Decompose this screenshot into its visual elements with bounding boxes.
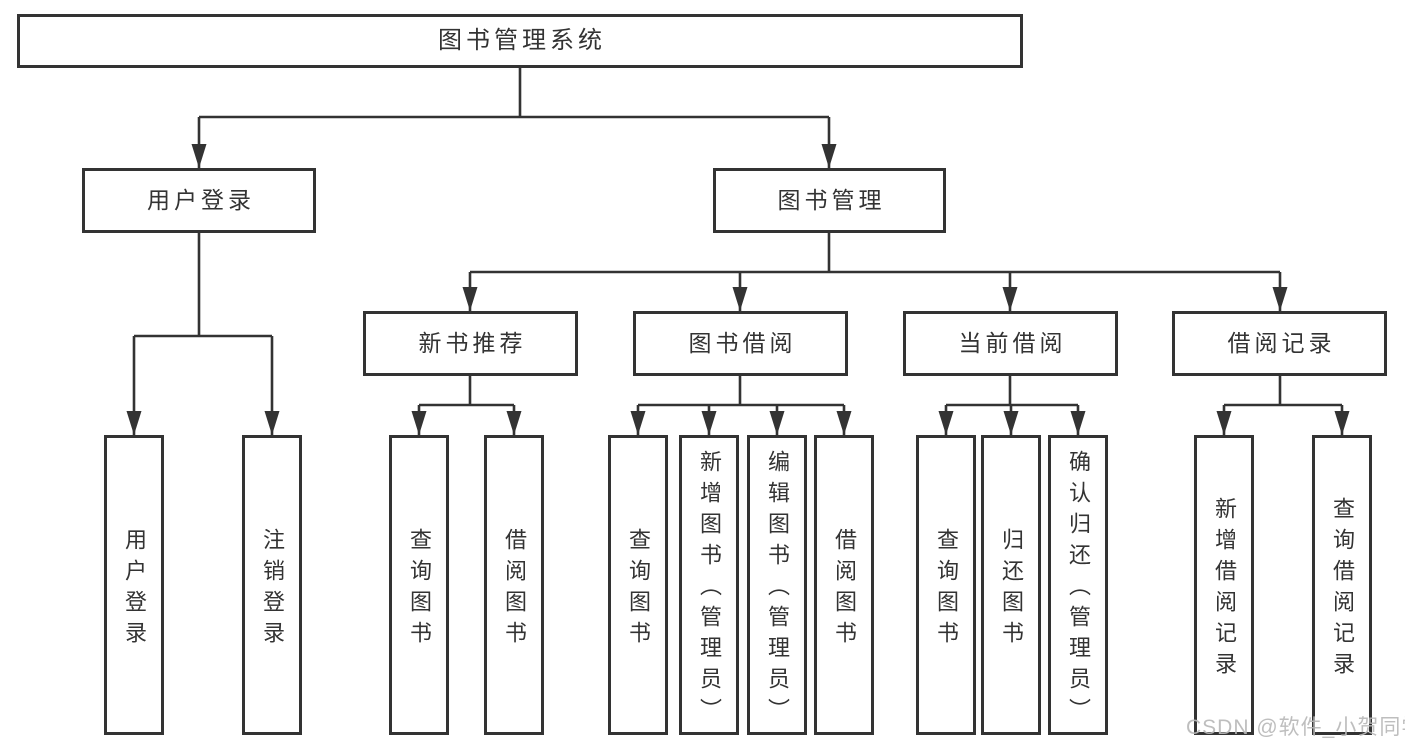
node-book-management-label: 图书管理 [777,187,886,213]
node-user-login-label: 用户登录 [147,187,255,213]
node-root-label: 图书管理系统 [438,27,606,54]
leaf-user-login-label: 用户登录 [122,527,147,652]
leaf-query-borrow-record-label: 查询借阅记录 [1330,496,1355,683]
node-new-book-recommend-label: 新书推荐 [418,330,527,356]
leaf-query-books-3-label: 查询图书 [934,527,959,652]
leaf-query-borrow-record: 查询借阅记录 [1312,435,1372,735]
leaf-borrow-books-2: 借阅图书 [814,435,874,735]
leaf-add-book-admin-label: 新增图书（管理员） [697,450,722,729]
leaf-logout: 注销登录 [242,435,302,735]
node-current-borrow-label: 当前借阅 [958,330,1067,356]
leaf-edit-book-admin: 编辑图书（管理员） [747,435,807,735]
leaf-logout-label: 注销登录 [260,527,285,652]
leaf-query-books-1-label: 查询图书 [407,527,432,652]
leaf-borrow-books-1-label: 借阅图书 [502,527,527,652]
leaf-borrow-books-1: 借阅图书 [484,435,544,735]
node-borrow-records: 借阅记录 [1172,311,1387,376]
leaf-add-borrow-record-label: 新增借阅记录 [1212,496,1237,683]
node-borrow-records-label: 借阅记录 [1227,330,1336,356]
leaf-edit-book-admin-label: 编辑图书（管理员） [765,450,790,729]
leaf-query-books-2: 查询图书 [608,435,668,735]
node-book-management: 图书管理 [713,168,946,233]
node-new-book-recommend: 新书推荐 [363,311,578,376]
leaf-add-borrow-record: 新增借阅记录 [1194,435,1254,735]
node-current-borrow: 当前借阅 [903,311,1118,376]
leaf-borrow-books-2-label: 借阅图书 [832,527,857,652]
leaf-return-book: 归还图书 [981,435,1041,735]
connector-arrows [126,117,1350,435]
leaf-query-books-1: 查询图书 [389,435,449,735]
leaf-query-books-2-label: 查询图书 [626,527,651,652]
watermark: CSDN @软件_小贺同学 [1186,716,1405,739]
node-book-borrow: 图书借阅 [633,311,848,376]
node-user-login: 用户登录 [82,168,316,233]
connector-segments [134,68,1342,407]
leaf-confirm-return-admin-label: 确认归还（管理员） [1066,450,1091,729]
leaf-confirm-return-admin: 确认归还（管理员） [1048,435,1108,735]
leaf-return-book-label: 归还图书 [999,527,1024,652]
node-book-borrow-label: 图书借阅 [688,330,797,356]
node-root: 图书管理系统 [17,14,1023,68]
leaf-add-book-admin: 新增图书（管理员） [679,435,739,735]
leaf-user-login: 用户登录 [104,435,164,735]
leaf-query-books-3: 查询图书 [916,435,976,735]
